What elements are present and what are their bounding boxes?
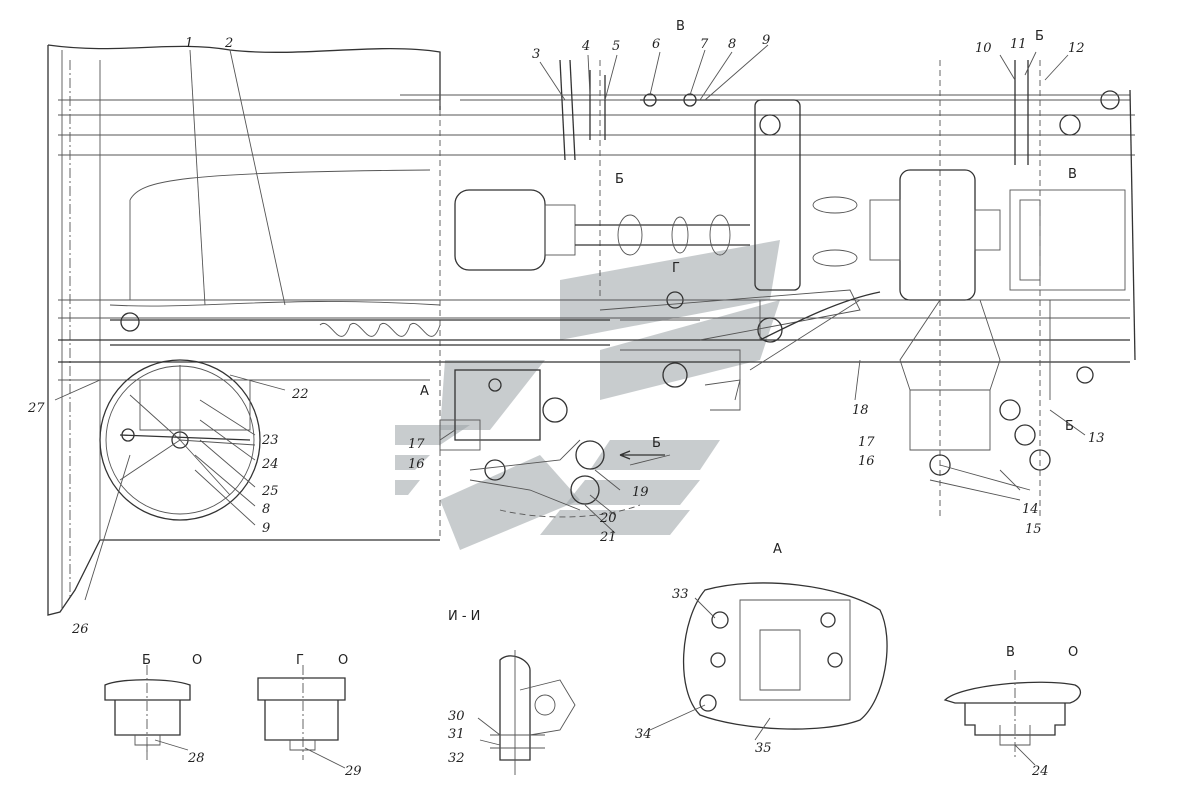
label-7: 7 [700, 37, 709, 52]
label-16b: 16 [858, 454, 875, 469]
label-34: 34 [635, 727, 652, 742]
mark-o-1: О [192, 653, 202, 668]
label-4: 4 [581, 39, 590, 54]
detail-view-v [943, 670, 1082, 760]
control-linkage [439, 291, 783, 518]
mark-g-detail: Г [296, 653, 304, 668]
transmission [454, 99, 1126, 301]
label-19: 19 [632, 485, 649, 500]
label-26: 26 [71, 622, 89, 637]
label-11: 11 [1010, 37, 1027, 52]
label-28: 28 [187, 751, 205, 766]
right-linkage [899, 90, 1120, 501]
pedal-shaft [109, 289, 881, 371]
mark-a-left: А [420, 384, 429, 399]
label-30: 30 [448, 709, 465, 724]
label-31: 31 [448, 727, 465, 742]
detail-view-g [257, 665, 346, 760]
label-17b: 17 [858, 435, 875, 450]
label-20: 20 [599, 511, 617, 526]
mark-ii: И - И [448, 609, 480, 624]
label-24: 24 [261, 457, 279, 472]
label-18: 18 [852, 403, 869, 418]
label-14: 14 [1022, 502, 1039, 517]
mark-b-1: Б [615, 172, 624, 187]
label-23: 23 [261, 433, 279, 448]
label-15: 15 [1025, 522, 1042, 537]
label-17a: 17 [408, 437, 425, 452]
mark-b-arrow: Б [652, 436, 661, 451]
label-29: 29 [344, 764, 362, 779]
mark-a-bottom: А [773, 542, 782, 557]
part-number-labels: 1 2 3 4 5 6 7 8 9 10 11 12 13 14 15 16 1… [27, 33, 1105, 779]
mark-o-3: О [1068, 645, 1078, 660]
label-2: 2 [224, 36, 233, 51]
detail-view-b [104, 665, 191, 760]
handwheel [99, 359, 261, 521]
label-12: 12 [1068, 41, 1085, 56]
label-13: 13 [1088, 431, 1105, 446]
label-9b: 9 [262, 521, 270, 536]
label-6: 6 [652, 37, 660, 52]
detail-view-a [682, 582, 888, 730]
label-35: 35 [755, 741, 772, 756]
label-22: 22 [291, 387, 309, 402]
detail-view-ii [490, 650, 576, 775]
mark-v-detail: В [1006, 645, 1015, 660]
label-5: 5 [612, 39, 620, 54]
label-16a: 16 [408, 457, 425, 472]
section-marks: В Б Б В Г А Б А И - И Б О Г О В О Б [142, 19, 1078, 668]
label-3: 3 [532, 47, 540, 62]
label-21: 21 [599, 530, 617, 545]
label-8b: 8 [262, 502, 270, 517]
label-32: 32 [448, 751, 465, 766]
label-8: 8 [728, 37, 736, 52]
label-1: 1 [185, 36, 193, 51]
mark-g: Г [672, 261, 680, 276]
label-25: 25 [261, 484, 279, 499]
top-rods [559, 59, 1125, 165]
mark-b-detail: Б [142, 653, 151, 668]
label-9: 9 [762, 33, 770, 48]
watermark-logo [395, 240, 780, 550]
mark-b-top: Б [1035, 29, 1044, 44]
mark-b-right: Б [1065, 419, 1074, 434]
label-24b: 24 [1031, 764, 1049, 779]
label-10: 10 [975, 41, 992, 56]
label-27: 27 [27, 401, 45, 416]
leader-lines [54, 44, 1086, 769]
mark-o-2: О [338, 653, 348, 668]
label-33: 33 [672, 587, 689, 602]
mark-v-right: В [1068, 167, 1077, 182]
mark-v-top: В [676, 19, 685, 34]
